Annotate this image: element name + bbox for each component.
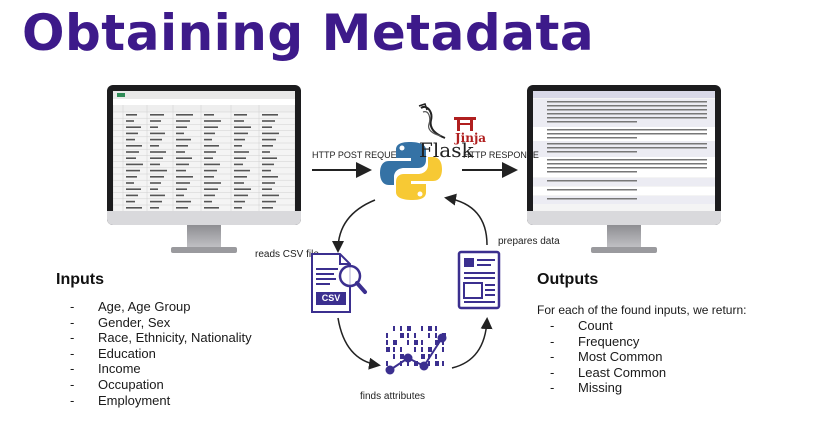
http-post-label: HTTP POST REQUEST: [312, 150, 409, 160]
list-item: -Employment: [70, 392, 171, 408]
jinja-label: Jinja: [455, 131, 487, 145]
list-item: -Occupation: [70, 376, 164, 392]
finds-attributes-label: finds attributes: [360, 391, 426, 402]
left-monitor: [107, 85, 301, 255]
list-item: -Least Common: [550, 364, 667, 380]
list-item: -Most Common: [550, 349, 663, 365]
outputs-heading: Outputs: [537, 271, 599, 288]
cycle-arrow-4: [444, 193, 488, 246]
csv-label: CSV: [321, 293, 341, 303]
spreadsheet-thumbnail: [113, 91, 295, 211]
list-item: -Frequency: [550, 333, 640, 349]
page-title: Obtaining Metadata: [22, 4, 595, 62]
flask-label: Flask: [419, 138, 474, 162]
python-logo-icon: [380, 142, 442, 200]
reads-csv-label: reads CSV file: [255, 249, 319, 260]
list-item: -Gender, Sex: [70, 314, 171, 330]
report-document-icon: [457, 250, 501, 310]
response-screen: [533, 91, 715, 211]
cycle-arrow-1: [332, 199, 376, 253]
right-monitor: [527, 85, 721, 255]
list-item: -Missing: [550, 380, 623, 396]
list-item: -Count: [550, 318, 613, 333]
http-response-label: HTTP RESPONSE: [463, 150, 539, 160]
list-item: -Income: [70, 361, 141, 377]
outputs-list: -Count -Frequency -Most Common -Least Co…: [550, 318, 666, 396]
cycle-arrow-2: [337, 317, 381, 370]
jinja-logo-icon: [454, 117, 476, 131]
outputs-intro: For each of the found inputs, we return:: [537, 303, 747, 317]
inputs-heading: Inputs: [56, 271, 104, 288]
flask-logo-icon: [418, 103, 446, 139]
prepares-data-label: prepares data: [498, 236, 560, 247]
list-item: -Race, Ethnicity, Nationality: [70, 330, 252, 346]
list-item: -Age, Age Group: [70, 299, 191, 314]
cycle-arrow-3: [451, 317, 493, 369]
spreadsheet-screen: [113, 91, 295, 211]
list-item: -Education: [70, 345, 156, 361]
csv-file-search-icon: [311, 253, 367, 313]
binary-data-icon: [385, 326, 447, 375]
response-thumbnail: [533, 91, 715, 204]
inputs-list: -Age, Age Group -Gender, Sex -Race, Ethn…: [70, 299, 252, 408]
